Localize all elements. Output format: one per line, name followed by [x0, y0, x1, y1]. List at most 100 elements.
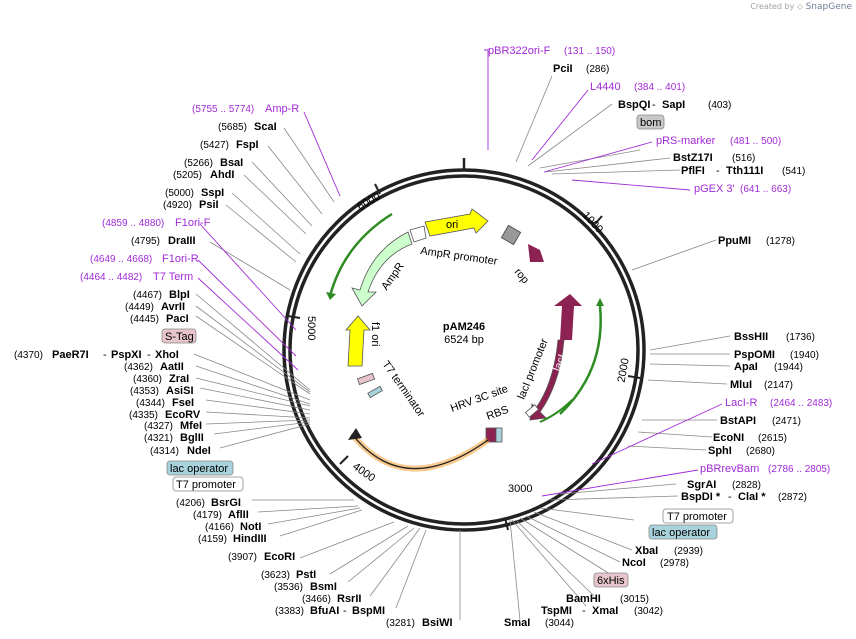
enzyme-paer7i: PaeR7I — [52, 349, 89, 361]
enzyme-sphi-pos: (2680) — [746, 446, 775, 457]
f1-ori-label: f1 ori — [369, 322, 381, 346]
primer-laci-r: LacI-R — [725, 397, 757, 409]
enzyme-xhoi: XhoI — [155, 349, 179, 361]
laci-label: lacI — [552, 353, 569, 373]
laci-outer-arrowhead — [596, 298, 604, 306]
svg-text:-: - — [147, 349, 151, 361]
rbs-label: RBS — [485, 404, 510, 423]
enzyme-sgrai-pos: (2828) — [732, 480, 761, 491]
ampr-label: AmpR — [379, 260, 406, 292]
enzyme-scai-pos: (5685) — [218, 122, 247, 133]
enzyme-aatii: AatII — [160, 361, 184, 373]
enzyme-noti-pos: (4166) — [205, 522, 234, 533]
enzyme-bsai: BsaI — [220, 157, 243, 169]
primer-l4440-pos: (384 .. 401) — [634, 82, 685, 93]
tick-3000: 3000 — [508, 483, 532, 495]
enzyme-psii-pos: (4920) — [163, 200, 192, 211]
laci-promoter-box — [524, 404, 540, 418]
enzyme-bsai-pos: (5266) — [184, 158, 213, 169]
enzyme-rsrii: RsrII — [337, 593, 361, 605]
enzyme-separators: - - - - - - - — [103, 99, 732, 617]
lac-operator-inner-box — [367, 385, 383, 399]
enzyme-asisi: AsiSI — [166, 385, 194, 397]
enzyme-zrai: ZraI — [169, 373, 189, 385]
insert-band — [349, 432, 490, 472]
primer-pbr322ori-f: pBR322ori-F — [488, 45, 551, 57]
enzyme-fspi-pos: (5427) — [200, 140, 229, 151]
enzyme-bspdi-pos: (2872) — [778, 492, 807, 503]
enzyme-bspqi-pos: (403) — [708, 100, 731, 111]
enzyme-sspi: SspI — [201, 187, 224, 199]
t7-terminator-box — [356, 372, 376, 386]
enzyme-mfei: MfeI — [180, 420, 202, 432]
laci-arrowhead — [554, 294, 582, 340]
plasmid-length: 6524 bp — [444, 334, 484, 346]
enzyme-rsrii-pos: (3466) — [302, 594, 331, 605]
enzyme-tspmi: TspMI — [541, 605, 572, 617]
enzyme-aflii-pos: (4179) — [193, 510, 222, 521]
svg-text:-: - — [652, 99, 656, 111]
tick-4000: 4000 — [350, 461, 377, 485]
enzyme-ahdi: AhdI — [210, 169, 234, 181]
svg-text:-: - — [103, 349, 107, 361]
enzyme-draiii-pos: (4795) — [131, 236, 160, 247]
t7-terminator-label: T7 terminator — [380, 359, 428, 420]
enzyme-ndei: NdeI — [187, 445, 211, 457]
snapgene-logo-icon: ◇ — [796, 2, 804, 11]
rop-label: rop — [512, 266, 531, 286]
enzyme-ecori: EcoRI — [264, 551, 295, 563]
enzyme-bamhi-pos: (3015) — [620, 594, 649, 605]
box-lac-operator-right: lac operator — [652, 527, 710, 539]
enzyme-fspi: FspI — [236, 139, 259, 151]
enzyme-sapi: SapI — [662, 99, 685, 111]
f1-ori-feature — [345, 315, 371, 367]
enzyme-sphi: SphI — [708, 445, 732, 457]
enzyme-ecorv-pos: (4335) — [129, 410, 158, 421]
enzyme-mfei-pos: (4327) — [144, 421, 173, 432]
enzyme-paci-pos: (4445) — [130, 314, 159, 325]
enzyme-xbai-pos: (2939) — [674, 546, 703, 557]
snapgene-watermark: Created by ◇ SnapGene — [750, 2, 852, 12]
primer-labels: pBR322ori-F (131 .. 150) L4440 (384 .. 4… — [80, 45, 832, 475]
enzyme-aatii-pos: (4362) — [124, 362, 153, 373]
primer-pgex3-pos: (641 .. 663) — [740, 184, 791, 195]
enzyme-ahdi-pos: (5205) — [173, 170, 202, 181]
enzyme-pspxi: PspXI — [111, 349, 142, 361]
enzyme-econi: EcoNI — [713, 432, 744, 444]
enzyme-pspomi-pos: (1940) — [790, 350, 819, 361]
enzyme-scai: ScaI — [254, 121, 277, 133]
enzyme-bsiwi: BsiWI — [422, 617, 453, 629]
enzyme-bfuai: BfuAI — [310, 605, 339, 617]
rop-marker — [500, 224, 522, 246]
ampr-outer-arrow — [328, 212, 393, 297]
enzyme-tth111i: Tth111I — [726, 165, 763, 177]
feature-boxes: bom T7 promoter lac operator 6xHis lac o… — [161, 114, 734, 588]
enzyme-avrii: AvrII — [161, 301, 185, 313]
enzyme-bfuai-pos: (3383) — [275, 606, 304, 617]
enzyme-bamhi: BamHI — [566, 593, 601, 605]
ori-label: ori — [446, 219, 458, 231]
enzyme-fsei-pos: (4344) — [136, 398, 165, 409]
enzyme-ncoi-pos: (2978) — [660, 558, 689, 569]
primer-ampr: Amp-R — [265, 103, 299, 115]
box-t7-promoter-left: T7 promoter — [176, 479, 236, 491]
enzyme-bspdi: BspDI * — [681, 491, 721, 503]
primer-pbrrevbam: pBRrevBam — [700, 463, 759, 475]
box-lac-operator-left: lac operator — [170, 463, 228, 475]
enzyme-blpi: BlpI — [169, 289, 190, 301]
box-6xhis: 6xHis — [597, 575, 625, 587]
watermark-created-by: Created by — [750, 2, 795, 11]
insert-arrow — [351, 433, 489, 470]
enzyme-zrai-pos: (4360) — [133, 374, 162, 385]
ampr-feature — [351, 231, 413, 307]
primer-laci-r-pos: (2464 .. 2483) — [770, 398, 832, 409]
primer-t7term-pos: (4464 .. 4482) — [80, 272, 142, 283]
primer-f1ori-f-pos: (4859 .. 4880) — [102, 218, 164, 229]
tick-5000: 5000 — [305, 316, 317, 340]
enzyme-ecorv: EcoRV — [165, 409, 201, 421]
enzyme-noti: NotI — [240, 521, 261, 533]
ampr-promoter-label: AmpR promoter — [420, 245, 499, 268]
enzyme-bsrgi: BsrGI — [211, 497, 241, 509]
enzyme-econi-pos: (2615) — [758, 433, 787, 444]
enzyme-hindiii-pos: (4159) — [198, 534, 227, 545]
